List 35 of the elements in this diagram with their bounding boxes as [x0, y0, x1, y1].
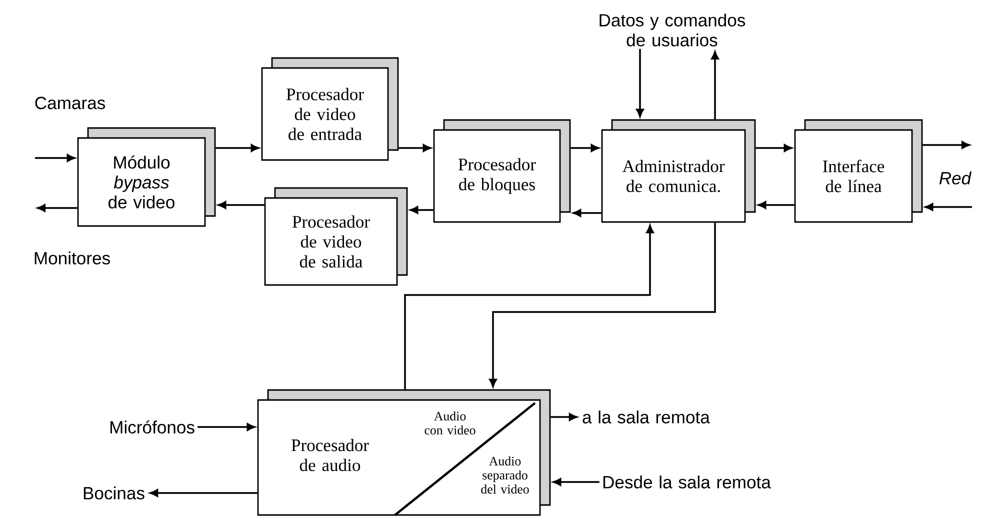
- arrow: [218, 201, 264, 209]
- arrow: [37, 204, 78, 212]
- arrow: [711, 51, 719, 120]
- signal-label: Camaras: [35, 96, 105, 110]
- arrow: [756, 144, 792, 152]
- process-box: Procesador de bloques: [433, 119, 571, 223]
- signal-label: Desde la sala remota: [603, 476, 771, 488]
- arrow: [550, 413, 578, 421]
- process-box: Interface de línea: [794, 119, 923, 223]
- arrow: [35, 154, 76, 162]
- arrow: [410, 206, 434, 214]
- arrow: [758, 201, 794, 209]
- signal-label: a la sala remota: [582, 410, 710, 424]
- process-box: Procesador de video de salida: [264, 187, 408, 286]
- process-box: Administrador de comunica.: [601, 119, 756, 223]
- signal-label: Micrófonos: [110, 420, 194, 434]
- arrow: [398, 144, 432, 152]
- signal-label: Red: [939, 172, 972, 184]
- arrow: [404, 224, 654, 390]
- arrow: [150, 489, 258, 497]
- process-box: Procesador de video de entrada: [261, 57, 399, 161]
- arrow: [216, 144, 260, 152]
- arrow: [924, 203, 972, 211]
- arrow: [636, 48, 644, 118]
- arrow: [570, 144, 600, 152]
- signal-label: Monitores: [34, 252, 110, 264]
- arrow: [572, 209, 602, 217]
- arrow: [922, 141, 970, 149]
- audio-processor-box: Procesador de audio Audio con video Audio separado del video: [257, 389, 551, 516]
- arrow: [489, 222, 716, 388]
- signal-label: Datos y comandos de usuarios: [600, 14, 746, 46]
- process-box: Módulo bypass de video: [77, 127, 216, 227]
- arrow: [198, 423, 256, 431]
- arrow: [552, 478, 600, 486]
- signal-label: Bocinas: [84, 486, 144, 500]
